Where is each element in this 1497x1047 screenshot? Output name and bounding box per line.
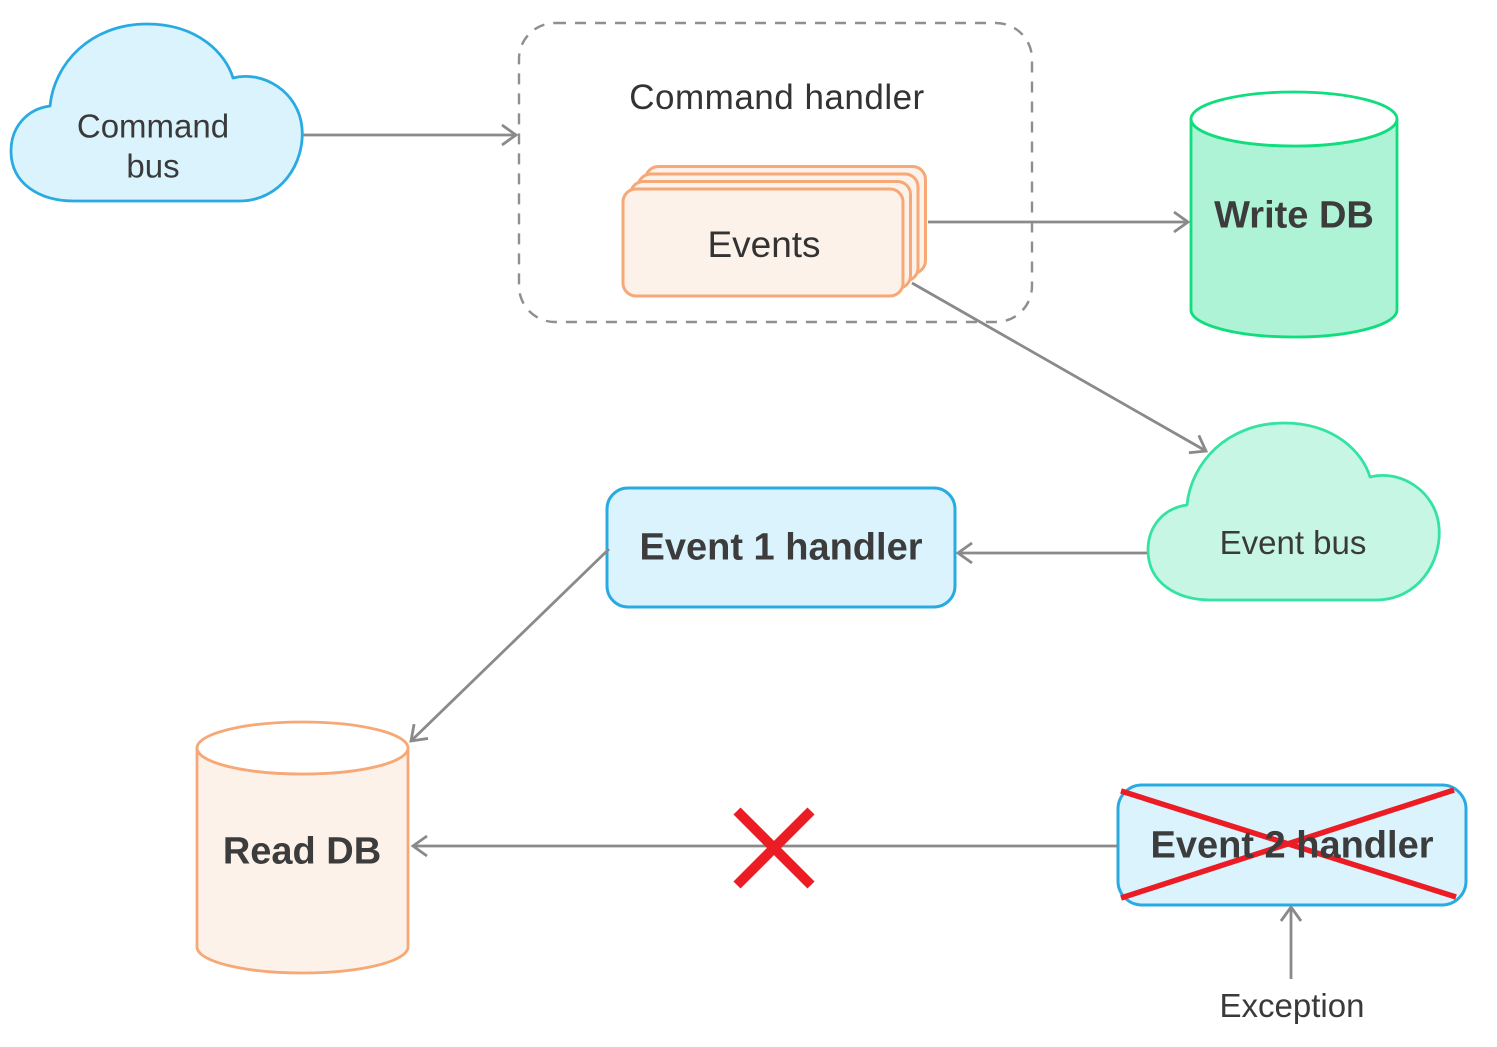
command-bus-label: Command bus — [76, 107, 230, 184]
command-bus-cloud — [9, 22, 304, 203]
flow-arrows — [303, 123, 1303, 979]
exception-label: Exception — [1219, 987, 1365, 1024]
event-1-handler-box — [605, 486, 957, 609]
event-bus-cloud — [1146, 421, 1441, 602]
read-db-cylinder — [195, 720, 410, 975]
write-db-cylinder — [1189, 90, 1399, 339]
events-card — [621, 187, 905, 298]
arrow-event1handler-to-readdb — [409, 547, 610, 743]
event-1-handler-label: Event 1 handler — [639, 526, 923, 569]
arrow-events-to-eventbus — [911, 281, 1209, 455]
crossed-out-handler-icon — [1120, 787, 1457, 901]
event-bus-label: Event bus — [1219, 524, 1367, 562]
write-db-top — [1189, 90, 1399, 148]
blocked-cross-icon — [733, 807, 815, 889]
events-card-stack — [621, 165, 927, 298]
read-db-top — [195, 720, 410, 776]
events-label: Events — [707, 224, 821, 265]
event-2-handler-label: Event 2 handler — [1150, 824, 1434, 867]
read-db-label: Read DB — [222, 830, 382, 873]
command-handler-title: Command handler — [629, 78, 925, 117]
command-handler-box — [517, 21, 1034, 324]
write-db-label: Write DB — [1214, 194, 1374, 237]
